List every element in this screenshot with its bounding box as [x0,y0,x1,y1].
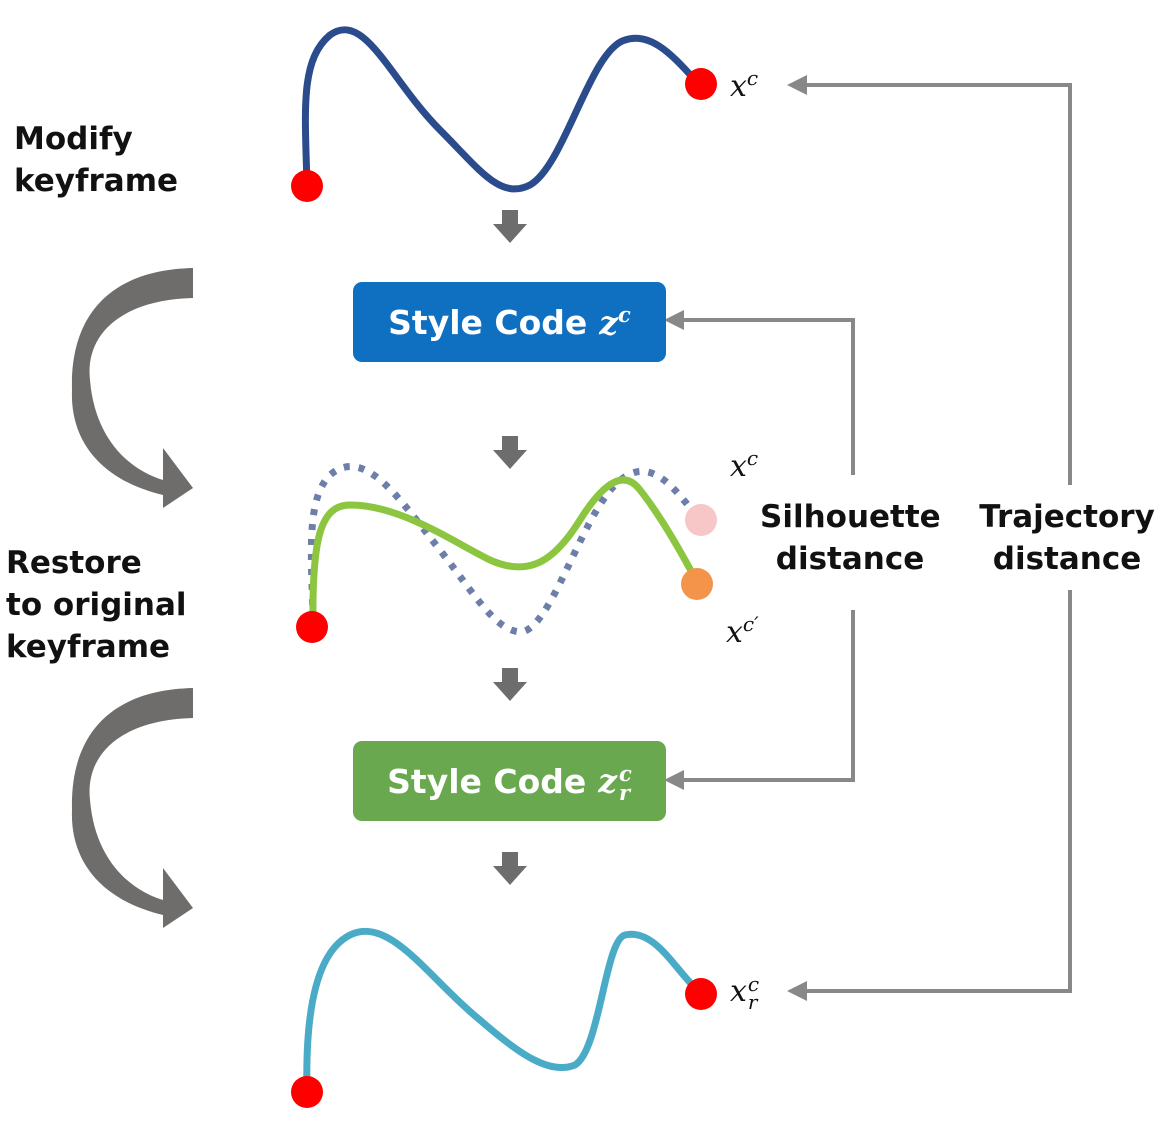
style-code-bottom-text: Style Code [387,761,587,801]
style-code-bottom-sup: c [619,760,632,786]
style-code-top-var: zc [599,302,631,342]
down-arrow-3 [493,668,527,701]
trajectory-line-2: distance [992,541,1142,577]
modify-keyframe-line-2: keyframe [14,163,179,199]
dotted-original-curve [307,463,703,636]
silhouette-line-top [664,310,855,475]
xrc-bottom-sub: r [747,990,758,1014]
down-arrow-1 [493,210,527,243]
silhouette-line-2: distance [775,541,925,577]
modify-curved-arrow [71,268,193,508]
modified-keyframe-point [681,568,713,600]
trajectory-line-1: Trajectory [979,499,1155,535]
modify-keyframe-label: Modify keyframe [14,118,178,202]
start-keyframe-point-mid [296,611,328,643]
original-trajectory-curve [301,26,704,193]
xrc-bottom-var: x [730,974,747,1009]
down-arrow-4 [493,852,527,885]
xrc-bottom-sup: c [747,972,760,996]
modify-keyframe-line-1: Modify [14,121,133,157]
xc-prime-label: xc′ [726,612,759,650]
xc-mid-sup: c [746,446,759,470]
xc-mid-var: x [730,449,747,484]
restore-label: Restore to original keyframe [6,542,187,668]
silhouette-line-1: Silhouette [760,499,941,535]
end-keyframe-point-bottom [685,978,717,1010]
xc-top-label: xc [730,66,758,104]
restored-trajectory-curve [303,927,704,1094]
xc-mid-label: xc [730,446,758,484]
trajectory-distance-label: Trajectory distance [977,496,1157,580]
silhouette-distance-label: Silhouette distance [760,496,941,580]
xc-prime-sup: c′ [742,612,759,636]
trajectory-line-top [787,75,1072,485]
down-arrow-2 [493,436,527,469]
restore-curved-arrow [71,688,193,928]
start-keyframe-point-bottom [291,1076,323,1108]
style-code-top-var-sup: c [618,302,631,327]
xc-top-var: x [730,69,747,104]
xc-prime-var: x [726,615,743,650]
style-code-bottom-sub: r [619,779,631,805]
ghost-keyframe-point [685,504,717,536]
style-code-top-text: Style Code [388,302,588,342]
modified-trajectory-curve [309,476,701,629]
style-code-box-top: Style Code zc [353,282,666,362]
trajectory-line-bottom [787,590,1072,1001]
style-code-bottom-var-z: z [598,760,618,800]
xc-top-sup: c [746,66,759,90]
end-keyframe-point-top [685,68,717,100]
style-code-top-var-z: z [599,303,619,342]
restore-line-1: Restore [6,545,142,581]
silhouette-line-bottom [664,610,855,790]
start-keyframe-point-top [291,170,323,202]
restore-line-3: keyframe [6,629,171,665]
restore-line-2: to original [6,587,187,623]
